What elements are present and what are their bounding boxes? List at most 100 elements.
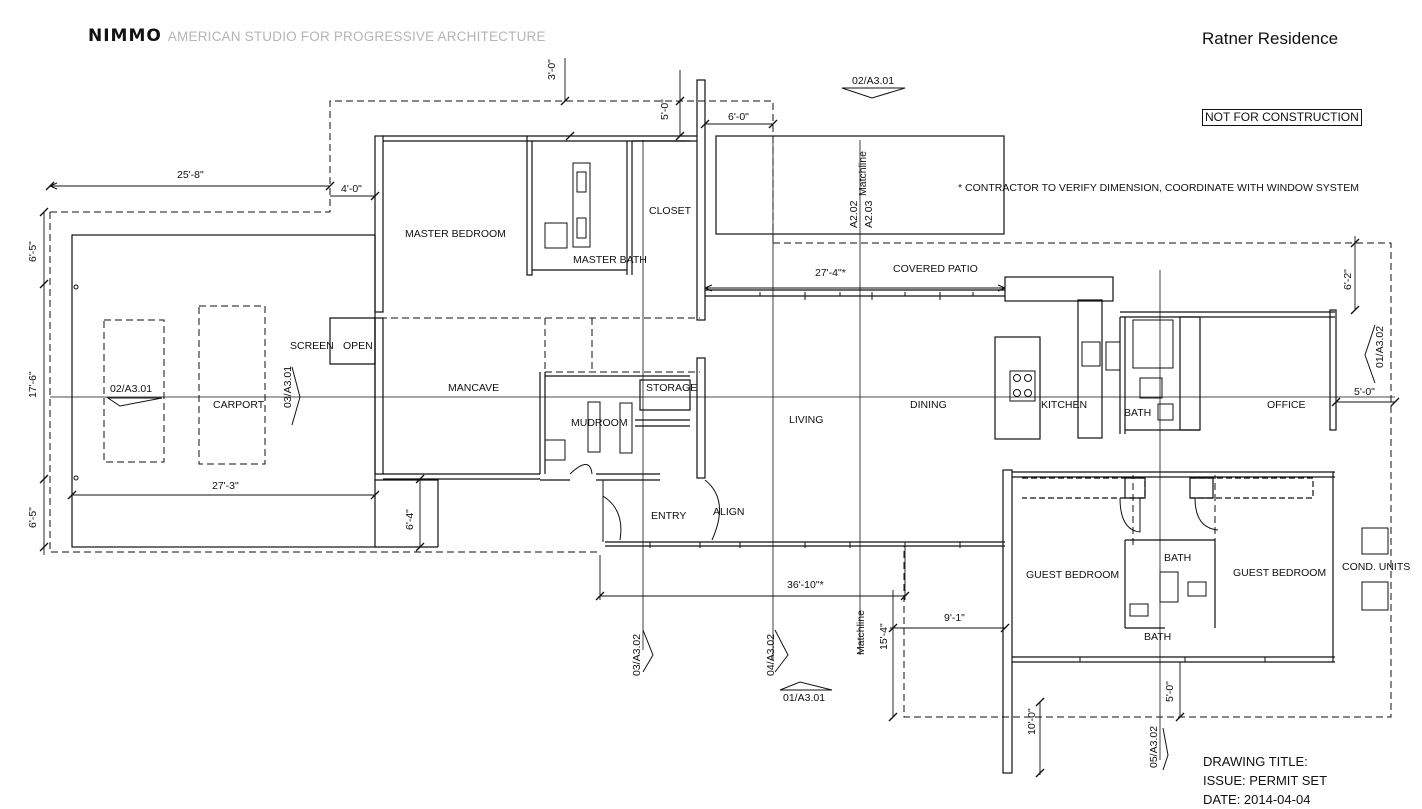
label-master-bedroom: MASTER BEDROOM <box>405 228 506 240</box>
label-kitchen-bath: BATH <box>1124 407 1151 419</box>
firm-tagline: AMERICAN STUDIO FOR PROGRESSIVE ARCHITEC… <box>167 29 546 44</box>
label-guest-bath-bottom: BATH <box>1144 631 1171 643</box>
master-toilet <box>544 222 568 249</box>
label-screen: SCREEN <box>290 340 334 352</box>
dim-6-5-top: 6'-5" <box>27 241 39 262</box>
drawing-title-label: DRAWING TITLE: <box>1203 754 1308 769</box>
mudroom-lower <box>540 419 690 481</box>
dim-4-0: 4'-0" <box>341 183 362 195</box>
label-kitchen: KITCHEN <box>1041 399 1087 411</box>
south-wall-west <box>383 473 540 480</box>
dim-5-0-bottom: 5'-0" <box>1164 681 1176 702</box>
label-covered-patio: COVERED PATIO <box>893 263 978 275</box>
ref-03-a302: 03/A3.02 <box>631 634 643 676</box>
guest-hall-dashed <box>1132 475 1216 545</box>
dim-5-0-top: 5'-0" <box>659 99 671 120</box>
section-markers <box>106 87 1376 771</box>
grid-lines <box>50 140 1395 760</box>
firm-header: NIMMO AMERICAN STUDIO FOR PROGRESSIVE ARC… <box>88 26 546 46</box>
label-carport: CARPORT <box>213 399 265 411</box>
label-guest-bedroom-right: GUEST BEDROOM <box>1233 567 1326 579</box>
kitchen-counter-upper <box>1004 276 1114 302</box>
marker-04-a302 <box>774 629 789 673</box>
fixtures <box>73 162 1389 617</box>
dim-15-4: 15'-4" <box>878 623 890 650</box>
ref-03-a301: 03/A3.01 <box>282 366 294 408</box>
mudroom-door-swing <box>569 464 593 475</box>
dim-6-5-bottom: 6'-5" <box>27 507 39 528</box>
car-bay-left <box>103 319 165 463</box>
label-entry: ENTRY <box>651 510 686 522</box>
entry-walls <box>596 473 660 481</box>
bath-tub <box>1132 319 1174 369</box>
label-align: ALIGN <box>713 506 745 518</box>
dim-3-0: 3'-0" <box>546 59 558 80</box>
marker-02-a301-carport <box>106 397 163 407</box>
label-dining: DINING <box>910 399 947 411</box>
project-title: Ratner Residence <box>1202 29 1339 48</box>
carport-overhang-outline <box>49 212 600 553</box>
mudroom-cabinet <box>619 402 633 454</box>
ref-a203: A2.03 <box>863 200 875 228</box>
spine-wall-lower <box>696 357 706 479</box>
closet-wall <box>626 140 690 275</box>
contractor-note: * CONTRACTOR TO VERIFY DIMENSION, COORDI… <box>958 182 1359 194</box>
mancave-west-wall <box>374 317 384 475</box>
label-office: OFFICE <box>1267 399 1306 411</box>
small-closet <box>375 479 439 548</box>
label-mudroom: MUDROOM <box>571 417 628 429</box>
guest-west-wall <box>1002 469 1013 774</box>
patio-wall <box>705 289 1005 297</box>
guest-south-wall <box>1012 656 1335 663</box>
dim-10-0: 10'-0" <box>1026 708 1038 735</box>
storage-walls <box>639 379 691 411</box>
ref-05-a302: 05/A3.02 <box>1148 726 1160 768</box>
marker-01-a301 <box>779 681 833 691</box>
ref-02-a301-carport: 02/A3.01 <box>110 383 152 395</box>
upper-overhang-outline <box>50 100 774 243</box>
mudroom-bench <box>587 401 601 453</box>
label-mancave: MANCAVE <box>448 382 499 394</box>
label-cond-units: COND. UNITS <box>1342 561 1410 573</box>
align-door-swing <box>704 479 721 541</box>
guest-door-swing-right <box>1194 497 1219 531</box>
north-wall <box>383 135 697 142</box>
west-wall <box>374 135 384 313</box>
ref-01-a302: 01/A3.02 <box>1374 326 1386 368</box>
label-living: LIVING <box>789 414 823 426</box>
dimension-labels-horizontal: 25'-8" 4'-0" 27'-3" 6'-0" 27'-4"* 5'-0" … <box>110 75 1375 704</box>
kitchen-island <box>994 336 1041 440</box>
car-bay-right <box>198 305 266 465</box>
dim-6-2: 6'-2" <box>1342 269 1354 290</box>
label-guest-bath-top: BATH <box>1164 552 1191 564</box>
ref-04-a302: 04/A3.02 <box>765 634 777 676</box>
arrows <box>49 182 1006 292</box>
dim-36-10: 36'-10"* <box>787 579 824 591</box>
guest-door-swing-left <box>1119 497 1141 533</box>
spine-wall <box>696 79 706 321</box>
open-screen-box <box>329 317 376 365</box>
interior-walls <box>329 136 1314 629</box>
label-closet: CLOSET <box>649 205 692 217</box>
title-block: DRAWING TITLE: ISSUE: PERMIT SET DATE: 2… <box>1203 752 1327 809</box>
interior-dashed-line <box>380 317 700 373</box>
guest-bath-walls <box>1124 539 1216 629</box>
kitchen-counter-run <box>1077 299 1103 439</box>
dimension-ticks <box>39 96 1400 778</box>
dim-25-8: 25'-8" <box>177 169 204 181</box>
guest-closets-solid <box>1124 477 1214 499</box>
issue-label: ISSUE: PERMIT SET <box>1203 773 1328 788</box>
ref-01-a301: 01/A3.01 <box>783 692 825 704</box>
matchline-top: Matchline <box>857 151 869 196</box>
window-ticks <box>649 292 1266 662</box>
kitchen-sink <box>1081 341 1101 367</box>
east-overhang-outline <box>773 242 1392 718</box>
label-open: OPEN <box>343 340 373 352</box>
door-swings <box>569 464 1219 542</box>
firm-logo: NIMMO <box>88 26 162 46</box>
guest-north-wall <box>1012 471 1335 478</box>
dim-6-4: 6'-4" <box>404 509 416 530</box>
east-wall <box>1329 309 1337 431</box>
dim-27-3: 27'-3" <box>212 480 239 492</box>
